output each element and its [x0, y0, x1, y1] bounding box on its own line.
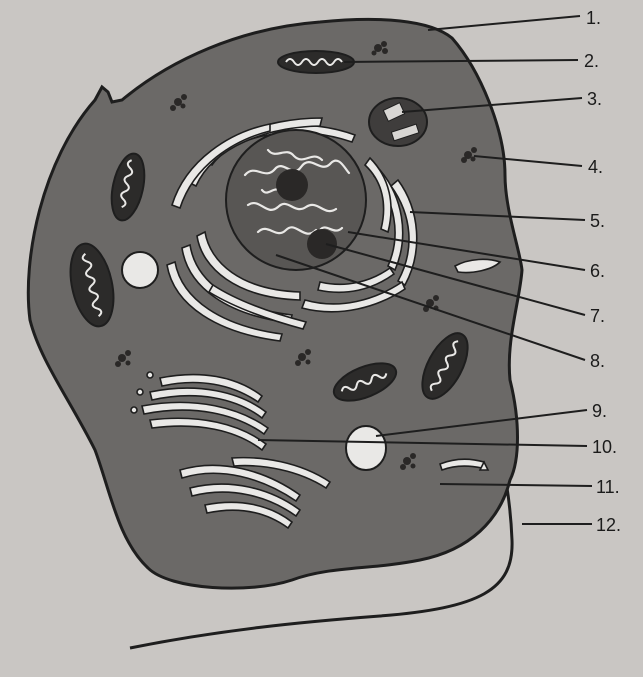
leader-line-8	[275, 254, 586, 361]
nucleus	[225, 129, 367, 271]
vacuole	[368, 97, 428, 147]
nucleolus	[276, 169, 308, 201]
leader-line-2	[343, 59, 579, 63]
label-11: 11.	[596, 477, 620, 497]
nucleolus	[307, 229, 337, 259]
golgi-apparatus	[130, 371, 270, 452]
leader-line-5	[409, 211, 586, 221]
endoplasmic-reticulum	[166, 117, 418, 342]
mitochondrion	[110, 152, 146, 222]
leader-line-3	[401, 97, 583, 113]
label-6: 6.	[590, 261, 605, 281]
label-1: 1.	[586, 8, 601, 28]
label-7: 7.	[590, 306, 605, 326]
label-9: 9.	[592, 401, 607, 421]
labels: 1. 2. 3. 4. 5. 6. 7. 8. 9. 10. 11. 12.	[584, 8, 621, 535]
label-5: 5.	[590, 211, 605, 231]
cell-membrane	[26, 17, 524, 590]
label-10: 10.	[592, 437, 617, 457]
label-2: 2.	[584, 51, 599, 71]
label-3: 3.	[587, 89, 602, 109]
mitochondrion	[69, 242, 115, 328]
leader-lines	[257, 15, 593, 525]
chromatin	[243, 148, 351, 235]
leader-line-4	[473, 155, 583, 167]
leader-line-10	[257, 439, 588, 447]
leader-line-11	[439, 483, 593, 487]
mitochondrion	[332, 362, 398, 402]
golgi-apparatus	[179, 456, 332, 530]
mitochondrion	[277, 50, 355, 74]
centriole	[439, 458, 490, 472]
label-12: 12.	[596, 515, 621, 535]
leader-line-7	[325, 243, 586, 316]
label-4: 4.	[588, 157, 603, 177]
mitochondrion	[421, 332, 469, 400]
vesicle	[121, 251, 159, 289]
leader-line-9	[375, 409, 588, 437]
membrane-fold	[453, 258, 502, 274]
vesicle-cluster	[115, 41, 477, 470]
vesicle	[345, 425, 387, 471]
leader-line-6	[347, 231, 586, 271]
label-8: 8.	[590, 351, 605, 371]
leader-line-1	[427, 15, 581, 31]
